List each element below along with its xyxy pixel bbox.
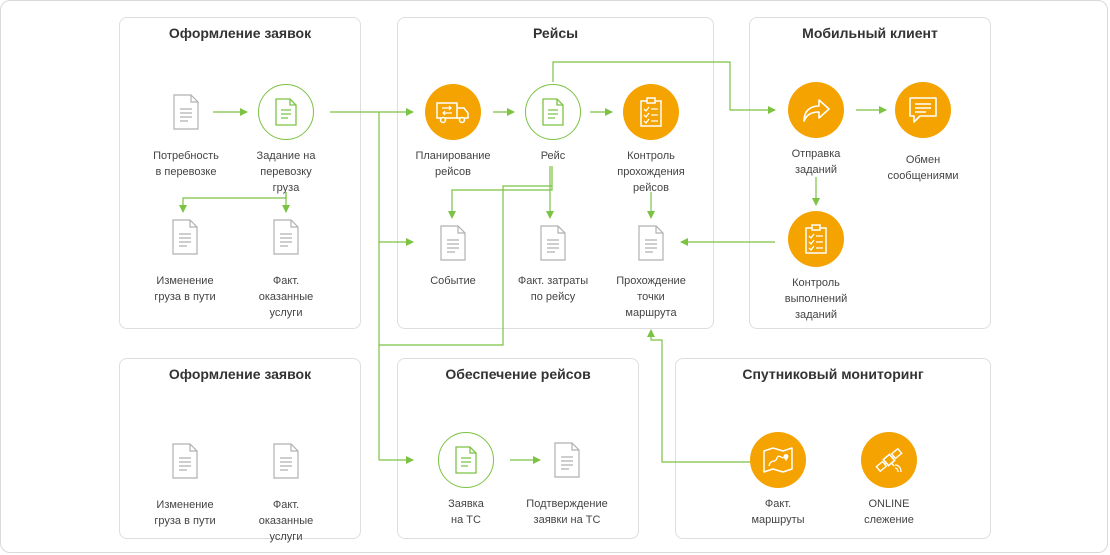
node-transport-task: Задание на перевозку груза [216, 84, 356, 196]
panel-requests-top: Оформление заявок [119, 17, 361, 329]
node-label: Контроль выполнений заданий [784, 277, 848, 321]
satellite-icon [861, 432, 917, 488]
node-online-tracking: ONLINE слежение [819, 432, 959, 528]
truck-icon [425, 84, 481, 140]
node-label: Заявка на ТС [448, 498, 484, 526]
node-trip: Рейс [483, 84, 623, 164]
document-icon [258, 84, 314, 140]
node-label: Планирование рейсов [415, 150, 491, 178]
document-icon [525, 221, 581, 265]
node-label: ONLINE слежение [864, 498, 914, 526]
panel-trips: Рейсы [397, 17, 714, 329]
node-actual-services-bottom: Факт. оказанные услуги [216, 433, 356, 545]
document-icon [438, 432, 494, 488]
node-trip-planning: Планирование рейсов [383, 84, 523, 180]
node-label: Изменение груза в пути [154, 499, 216, 527]
clipboard-icon [788, 211, 844, 267]
clipboard-icon [623, 84, 679, 140]
node-execution-control: Контроль выполнений заданий [746, 211, 886, 323]
node-label: Рейс [540, 150, 566, 162]
panel-title: Спутниковый мониторинг [742, 366, 924, 382]
node-actual-routes: Факт. маршруты [708, 432, 848, 528]
node-trip-control: Контроль прохождения рейсов [581, 84, 721, 196]
node-label: Подтверждение заявки на ТС [526, 498, 608, 526]
document-icon [258, 433, 314, 489]
panel-title: Рейсы [532, 25, 579, 41]
node-vehicle-confirm: Подтверждение заявки на ТС [497, 432, 637, 528]
node-messaging: Обмен сообщениями [853, 82, 993, 184]
document-icon [623, 221, 679, 265]
node-vehicle-request: Заявка на ТС [396, 432, 536, 528]
node-label: Потребность в перевозке [153, 150, 219, 178]
node-label: Факт. затраты по рейсу [517, 275, 589, 303]
document-icon [525, 84, 581, 140]
map-icon [750, 432, 806, 488]
node-label: Событие [430, 275, 476, 287]
node-transport-need: Потребность в перевозке [116, 84, 256, 180]
node-label: Задание на перевозку груза [256, 150, 316, 194]
node-label: Контроль прохождения рейсов [617, 150, 685, 194]
document-icon [539, 432, 595, 488]
document-icon [425, 221, 481, 265]
panel-mobile: Мобильный клиент [749, 17, 991, 329]
chat-icon [895, 82, 951, 138]
panel-title: Оформление заявок [168, 25, 312, 41]
panel-supply: Обеспечение рейсов [397, 358, 639, 539]
node-trip-costs: Факт. затраты по рейсу [483, 221, 623, 305]
document-icon [158, 84, 214, 140]
document-icon [157, 209, 213, 265]
panel-title: Оформление заявок [168, 366, 312, 382]
node-cargo-change-bottom: Изменение груза в пути [115, 433, 255, 529]
node-label: Факт. оказанные услуги [258, 499, 314, 543]
document-icon [157, 433, 213, 489]
panel-title: Мобильный клиент [802, 25, 938, 41]
node-event: Событие [383, 221, 523, 289]
node-label: Отправка заданий [791, 148, 841, 176]
node-label: Факт. оказанные услуги [258, 275, 314, 319]
node-cargo-change-top: Изменение груза в пути [115, 209, 255, 305]
panel-title: Обеспечение рейсов [445, 366, 591, 382]
panel-requests-bottom: Оформление заявок [119, 358, 361, 539]
document-icon [258, 209, 314, 265]
node-label: Обмен сообщениями [887, 154, 959, 182]
node-actual-services-top: Факт. оказанные услуги [216, 209, 356, 321]
node-label: Факт. маршруты [751, 498, 805, 526]
node-route-point: Прохождение точки маршрута [581, 221, 721, 321]
share-arrow-icon [788, 82, 844, 138]
node-label: Прохождение точки маршрута [616, 275, 686, 319]
node-label: Изменение груза в пути [154, 275, 216, 303]
node-send-tasks: Отправка заданий [746, 82, 886, 178]
